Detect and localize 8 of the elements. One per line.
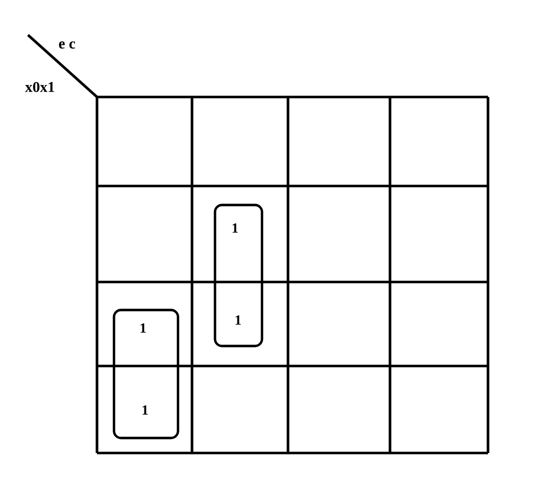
group-loop — [112, 308, 180, 440]
cell-value: 1 — [140, 323, 146, 333]
axis-label: x0x1 — [25, 82, 54, 92]
cell-value: 1 — [236, 315, 241, 325]
group-loop — [214, 204, 264, 348]
cell-value: 1 — [232, 223, 238, 233]
cell-value: 1 — [142, 405, 148, 415]
axis-label: e c — [59, 41, 76, 49]
